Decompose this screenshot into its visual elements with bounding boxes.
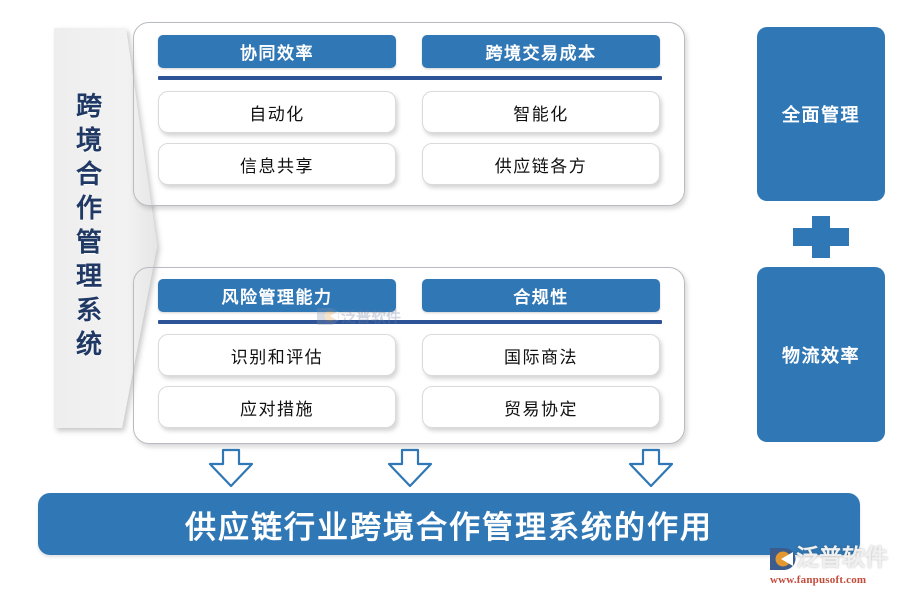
group-top-column-1: 自动化 信息共享	[158, 91, 396, 185]
plus-icon	[793, 216, 849, 258]
arrow-down-icon-3	[627, 448, 675, 488]
group-panel-bottom: 风险管理能力 合规性 识别和评估 应对措施 国际商法 贸易协定	[133, 267, 685, 444]
left-banner: 跨境合作管理系统	[44, 18, 157, 438]
pillar-comprehensive-management[interactable]: 全面管理	[757, 27, 885, 201]
item-box-automation[interactable]: 自动化	[158, 91, 396, 133]
group-top-column-2: 智能化 供应链各方	[422, 91, 660, 185]
fanpu-logo-icon	[770, 547, 796, 570]
item-box-trade-agreement[interactable]: 贸易协定	[422, 386, 660, 428]
header-chip-collaboration-efficiency[interactable]: 协同效率	[158, 35, 396, 68]
brand-logo: 泛普软件 www.fanpusoft.com	[768, 543, 896, 593]
item-box-intelligence[interactable]: 智能化	[422, 91, 660, 133]
item-box-identify-assess[interactable]: 识别和评估	[158, 334, 396, 376]
group-top-divider	[158, 76, 662, 80]
brand-logo-row: 泛普软件	[768, 543, 896, 573]
bottom-banner-title: 供应链行业跨境合作管理系统的作用	[38, 493, 860, 555]
item-box-supply-chain-parties[interactable]: 供应链各方	[422, 143, 660, 185]
group-bottom-column-1: 识别和评估 应对措施	[158, 334, 396, 428]
brand-url: www.fanpusoft.com	[770, 574, 867, 586]
left-banner-shape	[54, 28, 157, 428]
item-box-response-measures[interactable]: 应对措施	[158, 386, 396, 428]
header-chip-cross-border-cost[interactable]: 跨境交易成本	[422, 35, 660, 68]
group-top-headers: 协同效率 跨境交易成本	[134, 35, 684, 68]
group-bottom-column-2: 国际商法 贸易协定	[422, 334, 660, 428]
arrow-down-icon-2	[386, 448, 434, 488]
group-panel-top: 协同效率 跨境交易成本 自动化 信息共享 智能化 供应链各方	[133, 22, 685, 206]
group-top-items: 自动化 信息共享 智能化 供应链各方	[134, 91, 684, 185]
group-bottom-divider	[158, 320, 662, 324]
arrow-down-icon-1	[207, 448, 255, 488]
pillar-logistics-efficiency[interactable]: 物流效率	[757, 267, 885, 442]
header-chip-risk-management[interactable]: 风险管理能力	[158, 279, 396, 312]
item-box-international-commercial-law[interactable]: 国际商法	[422, 334, 660, 376]
item-box-information-sharing[interactable]: 信息共享	[158, 143, 396, 185]
header-chip-compliance[interactable]: 合规性	[422, 279, 660, 312]
group-bottom-headers: 风险管理能力 合规性	[134, 279, 684, 312]
group-bottom-items: 识别和评估 应对措施 国际商法 贸易协定	[134, 334, 684, 428]
brand-name: 泛普软件	[796, 545, 888, 570]
left-banner-label: 跨境合作管理系统	[72, 92, 102, 364]
